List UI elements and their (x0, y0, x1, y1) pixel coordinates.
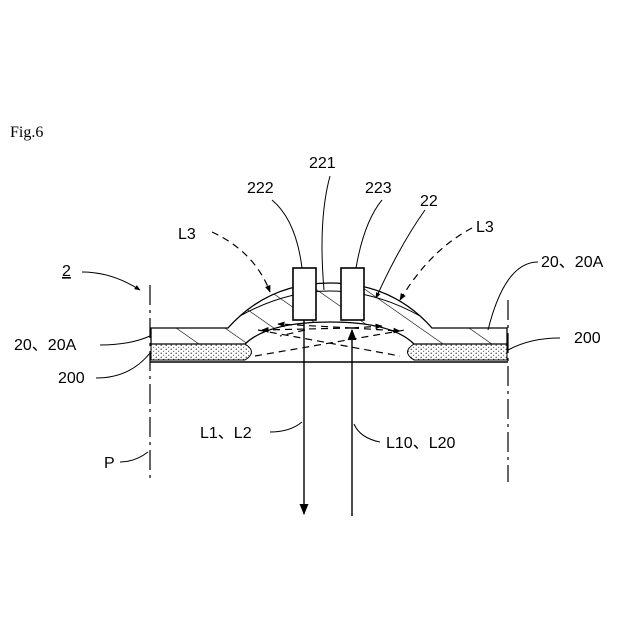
label-l10-l20: L10、L20 (386, 435, 455, 452)
label-2: 2 (62, 263, 71, 280)
label-223: 223 (365, 180, 392, 197)
label-221: 221 (309, 155, 336, 172)
label-200-right: 200 (574, 330, 601, 347)
figure-title: Fig.6 (10, 124, 43, 141)
receiver-box-223 (341, 268, 364, 320)
label-20-20a-right: 20、20A (541, 254, 604, 271)
emitter-box-222 (293, 268, 316, 320)
label-l1-l2: L1、L2 (200, 425, 252, 442)
label-20-20a-left: 20、20A (14, 337, 77, 354)
layer-20-20A (151, 283, 507, 344)
label-l3-left: L3 (178, 226, 196, 243)
label-22: 22 (420, 193, 438, 210)
label-200-left: 200 (58, 370, 85, 387)
label-p: P (104, 455, 115, 472)
label-222: 222 (247, 180, 274, 197)
scatter-rays (255, 324, 405, 356)
layer-200 (151, 344, 507, 360)
label-l3-right: L3 (476, 219, 494, 236)
